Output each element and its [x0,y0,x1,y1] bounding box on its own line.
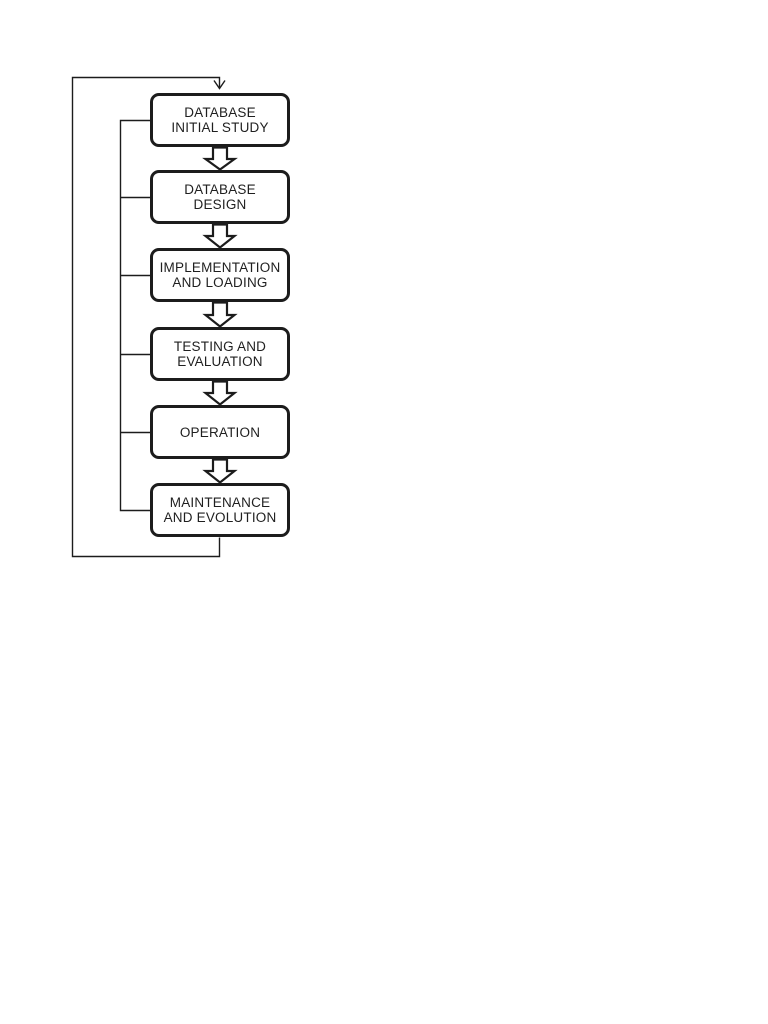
flow-arrow-1-icon [202,146,238,171]
flow-arrow-3-icon [202,301,238,328]
flow-node-implementation-and-loading: IMPLEMENTATION AND LOADING [150,248,290,302]
outer-loop-arrowhead-icon [213,80,226,90]
outer-feedback-loop-line [71,76,221,558]
flow-node-testing-and-evaluation: TESTING AND EVALUATION [150,327,290,381]
flow-arrow-4-icon [202,380,238,406]
flow-node-database-design: DATABASE DESIGN [150,170,290,224]
flow-node-operation: OPERATION [150,405,290,459]
inner-feedback-line [119,119,150,512]
flow-node-maintenance-and-evolution: MAINTENANCE AND EVOLUTION [150,483,290,537]
flow-arrow-2-icon [202,223,238,249]
flow-node-database-initial-study: DATABASE INITIAL STUDY [150,93,290,147]
flow-arrow-5-icon [202,458,238,484]
